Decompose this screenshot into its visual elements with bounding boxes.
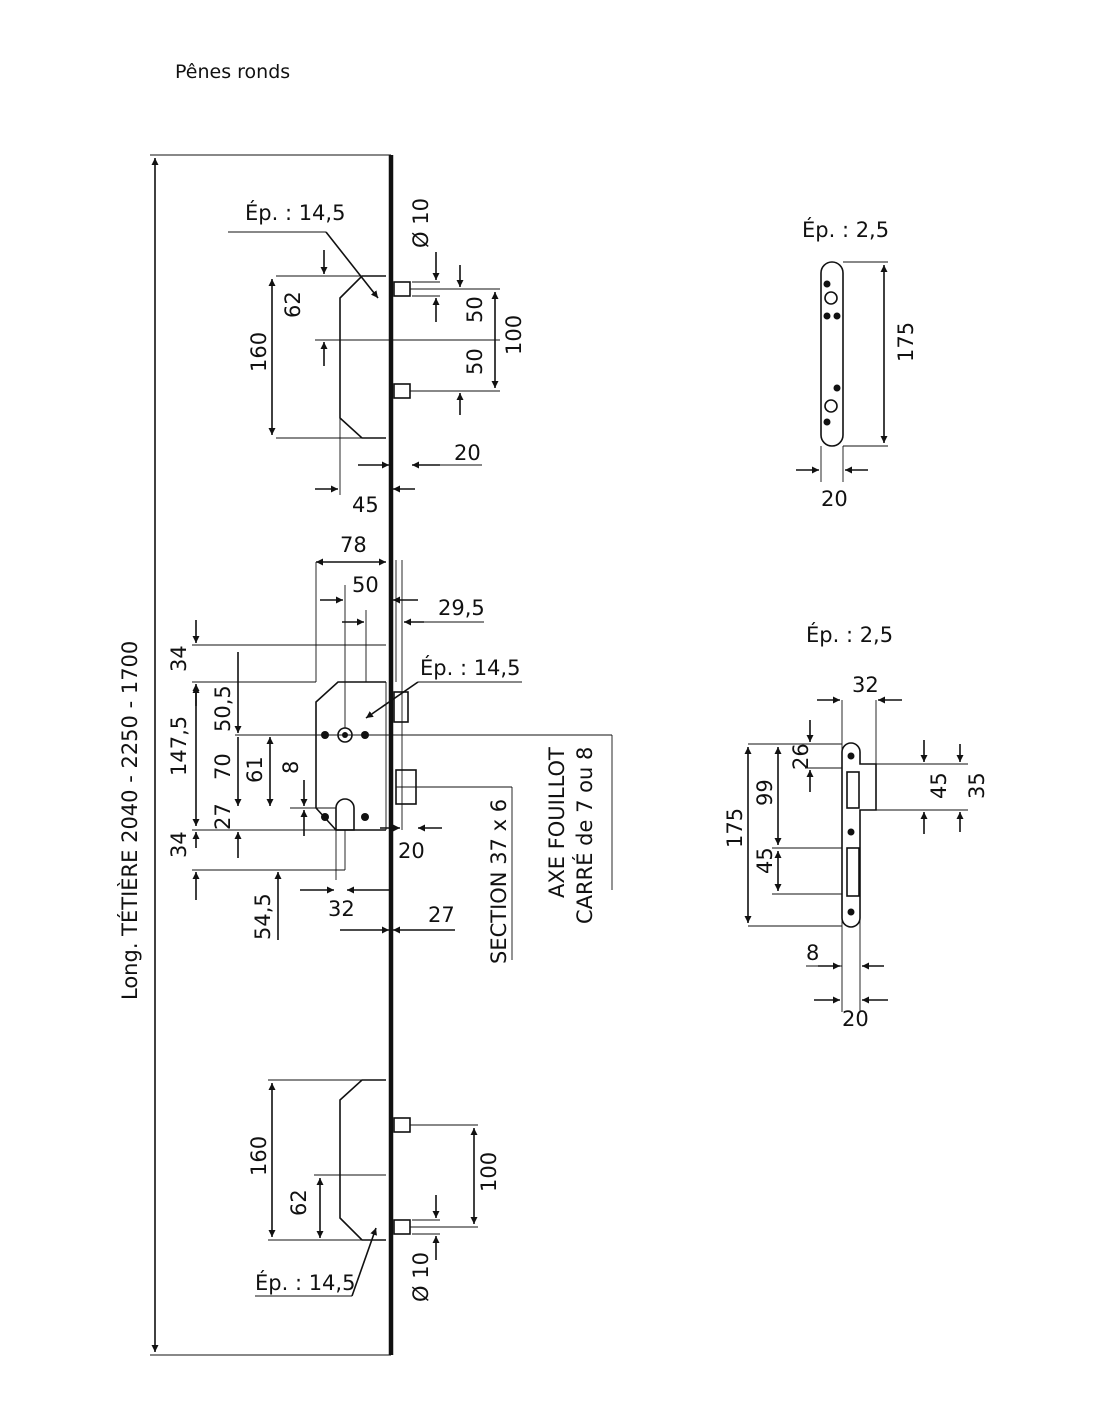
- top-bolt-dim-160: 160: [247, 332, 271, 372]
- bottom-bolt-body: [268, 1079, 478, 1241]
- top-bolt-dim-100: 100: [502, 315, 526, 355]
- case-dim-54-5: 54,5: [251, 893, 275, 940]
- bottom-bolt-dim-62: 62: [287, 1189, 311, 1216]
- strike2-dim-32: 32: [852, 673, 879, 697]
- case-dim-20: 20: [398, 839, 425, 863]
- case-dim-70: 70: [211, 753, 235, 780]
- total-length-label: Long. TÉTIÈRE 2040 - 2250 - 1700: [117, 641, 142, 1000]
- strike2-dim-8: 8: [806, 941, 819, 965]
- strike2-dim-35: 35: [965, 772, 989, 799]
- top-bolt-dim-62: 62: [281, 291, 305, 318]
- diagram-title: Pênes ronds: [175, 61, 290, 83]
- strike2-dim-45-right: 45: [927, 772, 951, 799]
- case-dim-34-bottom: 34: [167, 831, 191, 858]
- strike-plate-1: [820, 261, 888, 482]
- top-bolt-dim-50b: 50: [463, 348, 487, 375]
- bottom-bolt-thickness: Ép. : 14,5: [255, 1270, 355, 1295]
- faceplate: [150, 154, 394, 1356]
- top-bolt-body: [276, 275, 500, 495]
- strike2-dim-175: 175: [723, 808, 747, 848]
- case-thickness: Ép. : 14,5: [420, 655, 520, 680]
- top-bolt-thickness: Ép. : 14,5: [245, 200, 345, 225]
- strike-plate-2: [748, 700, 968, 1012]
- top-bolt-dim-20: 20: [454, 441, 481, 465]
- bottom-bolt-dim-100: 100: [477, 1152, 501, 1192]
- case-dim-147-5: 147,5: [167, 716, 191, 776]
- strike2-dim-26: 26: [789, 743, 813, 770]
- strike1-dim-175: 175: [894, 322, 918, 362]
- bottom-bolt-dim-160: 160: [247, 1136, 271, 1176]
- top-bolt-dim-50a: 50: [463, 296, 487, 323]
- case-dim-34-top: 34: [167, 645, 191, 672]
- strike2-dim-45-left: 45: [753, 847, 777, 874]
- section-label: SECTION 37 x 6: [487, 799, 511, 964]
- case-dim-61: 61: [243, 756, 267, 783]
- case-dim-8: 8: [279, 761, 303, 774]
- case-dim-50: 50: [352, 573, 379, 597]
- strike2-thickness: Ép. : 2,5: [806, 622, 893, 647]
- case-dim-78: 78: [340, 533, 367, 557]
- case-dim-50-5: 50,5: [211, 685, 235, 732]
- axe-fouillot-label: AXE FOUILLOT: [545, 747, 569, 898]
- bottom-bolt-diameter: Ø 10: [409, 1252, 433, 1302]
- lock-case: [315, 560, 417, 880]
- case-dim-27-bottom: 27: [428, 903, 455, 927]
- strike1-thickness: Ép. : 2,5: [802, 217, 889, 242]
- strike2-dim-20: 20: [842, 1007, 869, 1031]
- case-dim-29-5: 29,5: [438, 596, 485, 620]
- case-dim-32: 32: [328, 897, 355, 921]
- strike2-dim-99: 99: [753, 779, 777, 806]
- top-bolt-dim-45: 45: [352, 493, 379, 517]
- carre-label: CARRÉ de 7 ou 8: [572, 747, 597, 924]
- case-dim-27-left: 27: [211, 803, 235, 830]
- strike1-dim-20: 20: [821, 487, 848, 511]
- top-bolt-diameter: Ø 10: [409, 198, 433, 248]
